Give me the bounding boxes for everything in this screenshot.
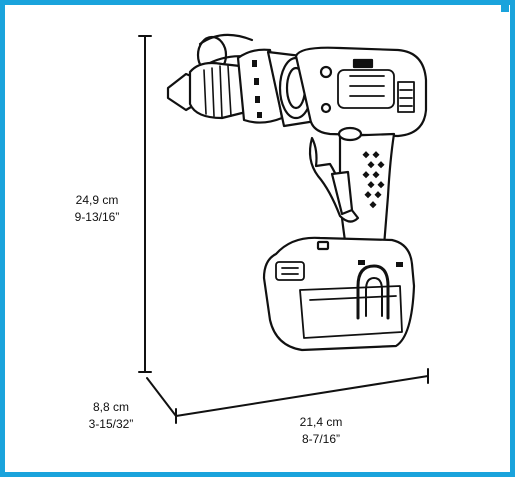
width-dimension-label: 21,4 cm 8-7/16” xyxy=(266,414,376,448)
height-metric: 24,9 cm xyxy=(75,193,119,207)
height-dimension-line xyxy=(138,35,152,373)
depth-imperial: 3-15/32” xyxy=(88,417,134,431)
width-dimension-line xyxy=(175,368,429,424)
frame-corner-mark xyxy=(501,4,509,12)
cordless-drill-icon xyxy=(166,33,428,352)
depth-metric: 8,8 cm xyxy=(92,400,129,414)
depth-dimension-line xyxy=(146,377,177,417)
height-dimension-label: 24,9 cm 9-13/16” xyxy=(52,192,142,226)
depth-dimension-label: 8,8 cm 3-15/32” xyxy=(66,399,156,433)
height-imperial: 9-13/16” xyxy=(74,210,120,224)
width-metric: 21,4 cm xyxy=(299,415,343,429)
width-imperial: 8-7/16” xyxy=(301,432,341,446)
